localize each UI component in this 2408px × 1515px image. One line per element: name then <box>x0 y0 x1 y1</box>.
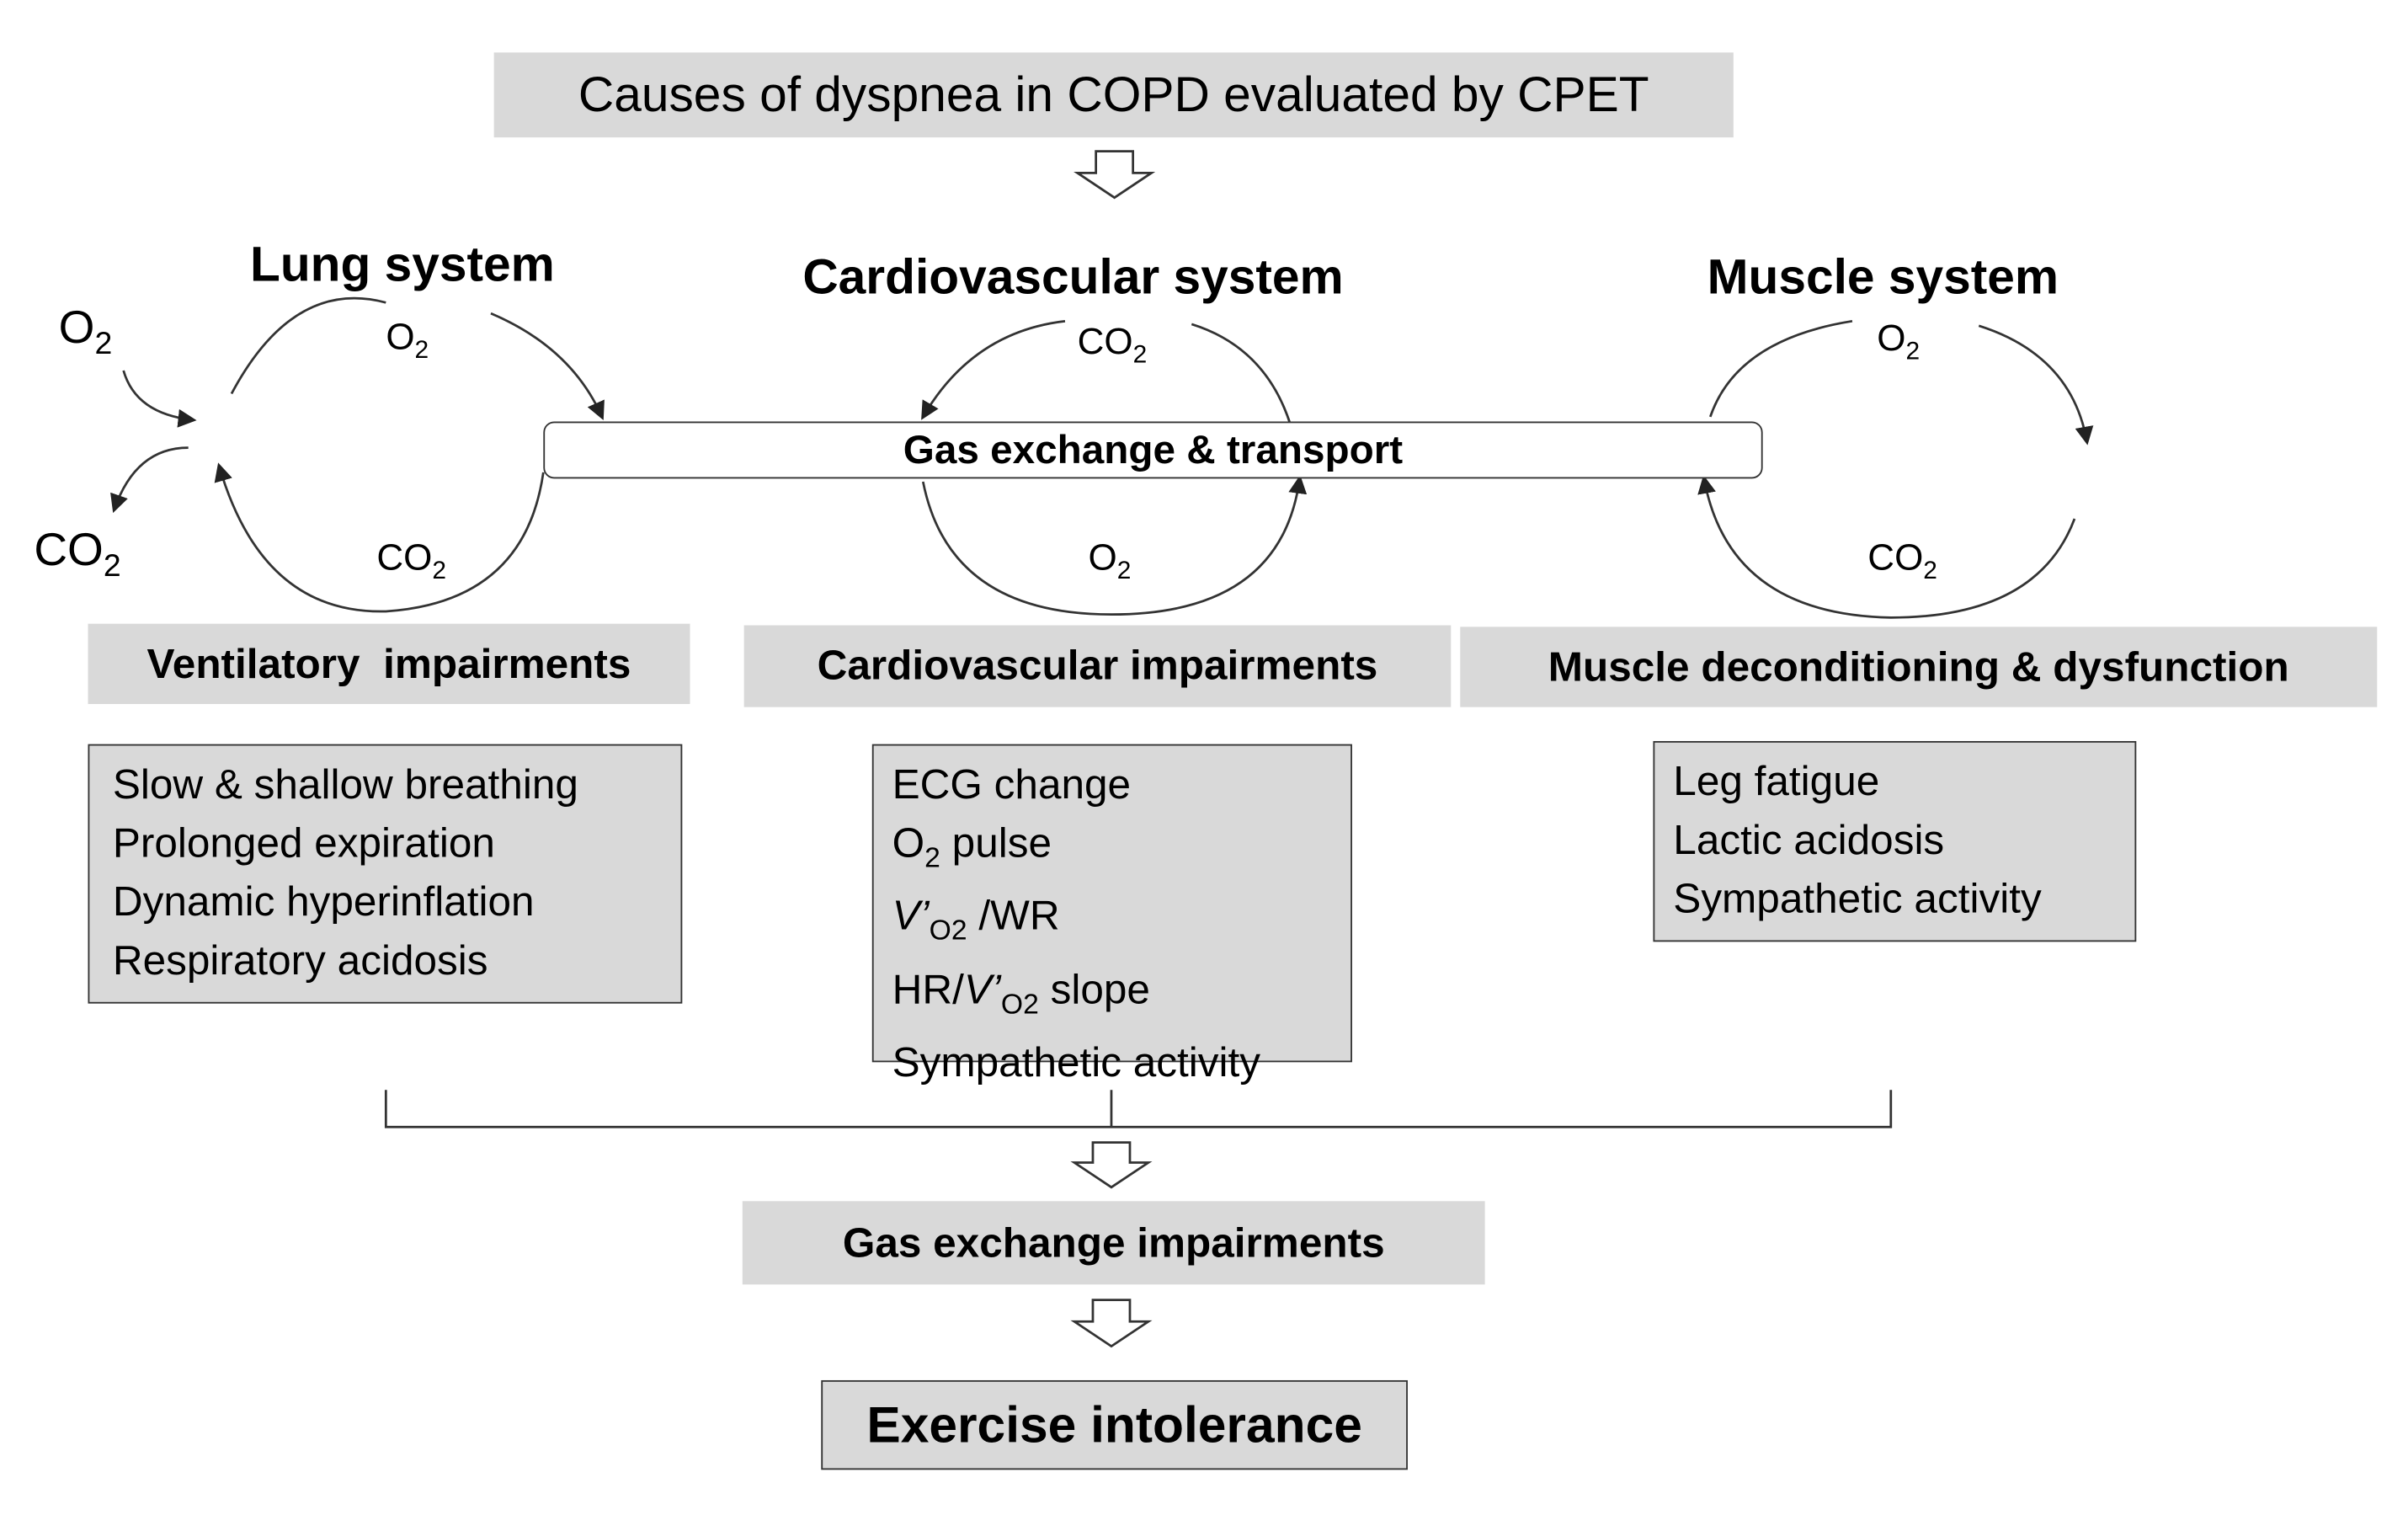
o2-in-arrow <box>122 370 197 428</box>
ventilatory-items-box: Slow & shallow breathing Prolonged expir… <box>88 744 683 1004</box>
diagram-title: Causes of dyspnea in COPD evaluated by C… <box>578 66 1649 122</box>
list-item: Prolonged expiration <box>112 819 495 867</box>
list-item: Leg fatigue <box>1673 758 1880 805</box>
cardiovascular-items-box: ECG change O2 pulse V’O2 /WR HR/V’O2 slo… <box>871 744 1352 1086</box>
lung-cycle-top-arc <box>230 296 386 395</box>
list-item: Slow & shallow breathing <box>112 760 578 808</box>
list-item: V’O2 /WR <box>892 893 1060 947</box>
lung-cycle-bottom-arrow <box>214 462 545 613</box>
co2-ambient-label: CO2 <box>34 525 121 584</box>
cardio-cycle-top-arrow <box>921 319 1066 420</box>
muscle-cycle-bottom-arrow <box>1697 474 2076 619</box>
ventilatory-impairments-label: Ventilatory impairments <box>147 639 631 686</box>
lung-o2-label: O2 <box>386 316 429 365</box>
muscle-impairments-header: Muscle deconditioning & dysfunction <box>1460 627 2378 707</box>
muscle-items-box: Leg fatigue Lactic acidosis Sympathetic … <box>1653 740 2137 942</box>
down-arrow-3 <box>1070 1299 1153 1348</box>
muscle-system-heading: Muscle system <box>1707 248 2059 305</box>
o2-ambient-label: O2 <box>58 302 113 362</box>
down-arrow-2 <box>1070 1141 1153 1189</box>
gas-exchange-transport-label: Gas exchange & transport <box>903 425 1404 472</box>
exercise-intolerance-label: Exercise intolerance <box>866 1395 1362 1454</box>
lung-cycle-top-arrow <box>490 312 605 421</box>
gas-exchange-impairments-box: Gas exchange impairments <box>742 1201 1485 1285</box>
list-item: Sympathetic activity <box>1673 875 2042 922</box>
ventilatory-impairments-header: Ventilatory impairments <box>88 623 690 704</box>
bracket-line <box>384 1090 1893 1128</box>
muscle-cycle-top-arc <box>1708 319 1853 418</box>
list-item: HR/V’O2 slope <box>892 966 1150 1020</box>
cardio-cycle-top-arc <box>1191 323 1292 425</box>
list-item: O2 pulse <box>892 819 1052 873</box>
list-item: Respiratory acidosis <box>112 936 488 984</box>
co2-out-arrow <box>110 446 189 514</box>
list-item: ECG change <box>892 760 1132 808</box>
muscle-impairments-label: Muscle deconditioning & dysfunction <box>1548 643 2289 690</box>
exercise-intolerance-box: Exercise intolerance <box>821 1379 1408 1470</box>
cardiovascular-system-heading: Cardiovascular system <box>802 248 1344 305</box>
list-item: Dynamic hyperinflation <box>112 878 535 926</box>
lung-co2-label: CO2 <box>376 536 446 585</box>
cardiovascular-impairments-header: Cardiovascular impairments <box>743 625 1452 707</box>
gas-exchange-transport-bar: Gas exchange & transport <box>543 421 1763 479</box>
down-arrow-1 <box>1073 150 1156 200</box>
cardiovascular-impairments-label: Cardiovascular impairments <box>817 642 1378 689</box>
muscle-cycle-top-arrow <box>1978 324 2094 445</box>
muscle-co2-label: CO2 <box>1867 536 1937 585</box>
lung-system-heading: Lung system <box>249 236 555 292</box>
gas-exchange-impairments-label: Gas exchange impairments <box>842 1219 1385 1266</box>
muscle-o2-label: O2 <box>1877 317 1921 365</box>
diagram-title-box: Causes of dyspnea in COPD evaluated by C… <box>493 52 1734 138</box>
list-item: Sympathetic activity <box>892 1039 1261 1086</box>
list-item: Lactic acidosis <box>1673 816 1945 863</box>
cardio-cycle-bottom-arrow <box>921 474 1308 616</box>
cardio-o2-label: O2 <box>1088 536 1132 585</box>
cardio-co2-label: CO2 <box>1077 321 1148 369</box>
